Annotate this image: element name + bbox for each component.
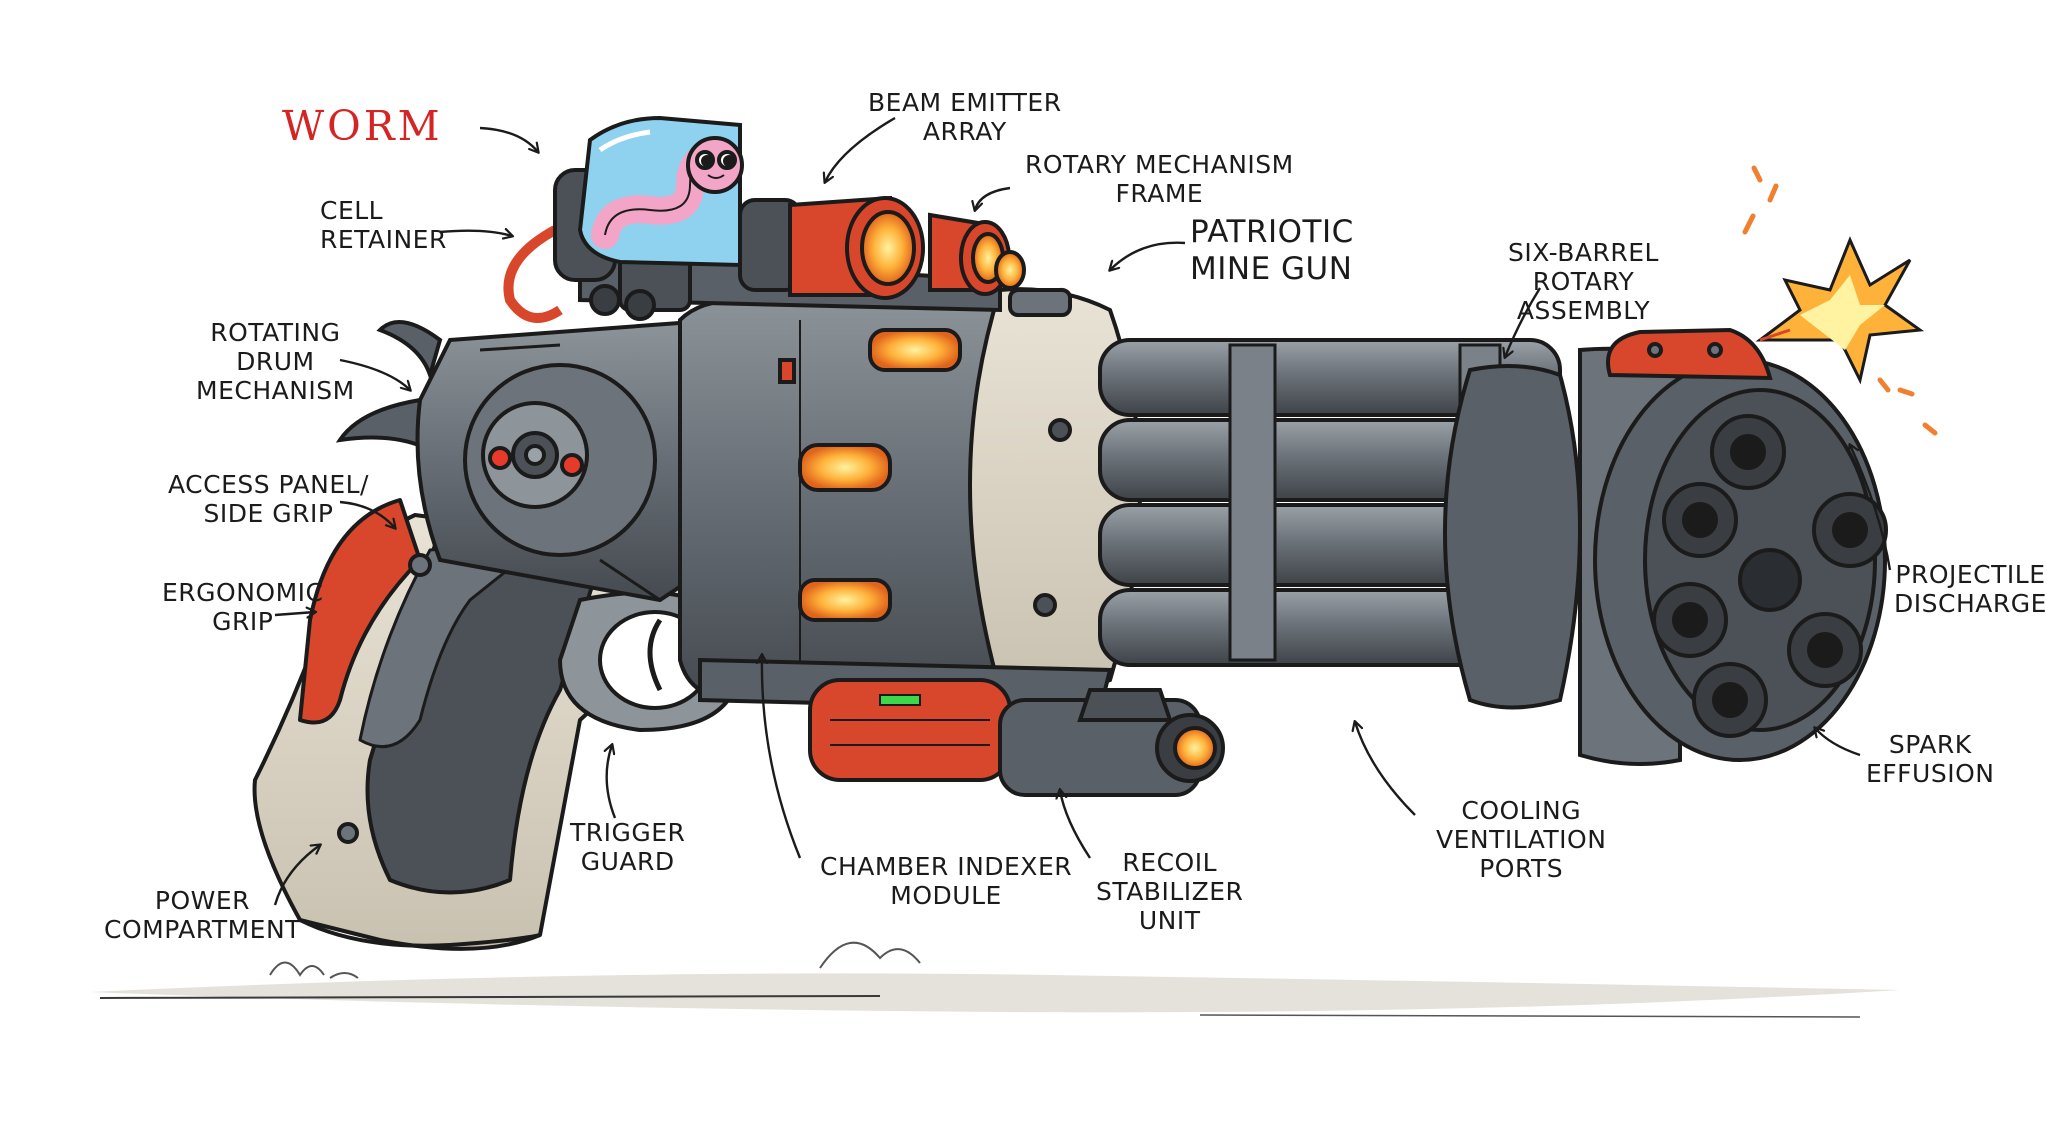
label-rotary-frame-line1: ROTARY MECHANISM (1025, 150, 1294, 179)
label-projectile-discharge: PROJECTILE DISCHARGE (1894, 560, 2047, 618)
label-power-compartment: POWER COMPARTMENT (104, 886, 301, 944)
label-cooling-ports: COOLING VENTILATION PORTS (1436, 796, 1606, 883)
label-beam-emitter: BEAM EMITTER ARRAY (868, 88, 1062, 146)
label-chamber-indexer: CHAMBER INDEXER MODULE (820, 852, 1072, 910)
leader-lines (273, 116, 1892, 906)
muzzle-top-cap-part (1606, 327, 1773, 381)
label-rotating-drum: ROTATING DRUM MECHANISM (196, 318, 355, 405)
beam-emitter-part (738, 195, 1026, 300)
label-access-panel-line1: ACCESS PANEL/ (168, 470, 369, 499)
label-recoil-stabilizer: RECOIL STABILIZER UNIT (1096, 848, 1243, 935)
label-six-barrel-line3: ASSEMBLY (1516, 296, 1651, 325)
muzzle-face-part (1593, 358, 1888, 762)
label-ergonomic-grip-line2: GRIP (212, 607, 274, 636)
label-cooling-line3: PORTS (1479, 854, 1564, 883)
label-ergonomic-grip: ERGONOMIC GRIP (162, 578, 324, 636)
label-rotary-frame: ROTARY MECHANISM FRAME (1025, 150, 1294, 208)
main-body-part (678, 287, 1142, 703)
label-cooling-line1: COOLING (1461, 796, 1582, 825)
recoil-stabilizer-part (998, 688, 1225, 797)
label-rotary-frame-line2: FRAME (1115, 179, 1204, 208)
label-rotating-drum-line2: DRUM (236, 347, 315, 376)
label-spark-line2: EFFUSION (1866, 759, 1995, 788)
label-six-barrel-line1: SIX-BARREL (1508, 238, 1659, 267)
label-beam-emitter-line2: ARRAY (922, 117, 1007, 146)
label-power-compartment-line1: POWER (154, 886, 251, 915)
label-ergonomic-grip-line1: ERGONOMIC (162, 578, 324, 607)
label-chamber-indexer-line1: CHAMBER INDEXER (820, 852, 1073, 881)
label-cell-retainer-line2: RETAINER (320, 225, 447, 254)
worm-capsule-part (503, 115, 744, 323)
label-power-compartment-line2: COMPARTMENT (104, 915, 301, 944)
label-recoil-line1: RECOIL (1122, 848, 1218, 877)
muzzle-flash-part (1742, 165, 1938, 436)
label-access-panel: ACCESS PANEL/ SIDE GRIP (168, 470, 369, 528)
label-trigger-guard-line1: TRIGGER (570, 818, 686, 847)
label-worm-text: WORM (282, 102, 443, 150)
label-projectile-line1: PROJECTILE (1895, 560, 2046, 589)
label-patriotic-line2: MINE GUN (1190, 251, 1353, 287)
label-cell-retainer-line1: CELL (320, 196, 384, 225)
label-patriotic-line1: PATRIOTIC (1190, 214, 1354, 250)
label-beam-emitter-line1: BEAM EMITTER (868, 88, 1062, 117)
label-cooling-line2: VENTILATION (1436, 825, 1607, 854)
label-spark-effusion: SPARK EFFUSION (1866, 730, 1994, 788)
label-rotating-drum-line3: MECHANISM (196, 376, 355, 405)
label-cell-retainer: CELL RETAINER (320, 196, 447, 254)
label-trigger-guard-line2: GUARD (580, 847, 675, 876)
label-recoil-line3: UNIT (1138, 906, 1201, 935)
label-patriotic-mine-gun: PATRIOTIC MINE GUN (1190, 214, 1354, 288)
label-recoil-line2: STABILIZER (1096, 877, 1244, 906)
label-trigger-guard: TRIGGER GUARD (570, 818, 685, 876)
label-worm: WORM (282, 104, 443, 148)
chamber-indexer-part (698, 657, 1113, 782)
label-chamber-indexer-line2: MODULE (890, 881, 1002, 910)
label-spark-line1: SPARK (1888, 730, 1972, 759)
label-access-panel-line2: SIDE GRIP (203, 499, 334, 528)
ground-shadow (90, 941, 1900, 1018)
label-six-barrel-line2: ROTARY (1532, 267, 1635, 296)
label-six-barrel: SIX-BARREL ROTARY ASSEMBLY (1508, 238, 1659, 325)
label-rotating-drum-line1: ROTATING (210, 318, 341, 347)
label-projectile-line2: DISCHARGE (1894, 589, 2047, 618)
